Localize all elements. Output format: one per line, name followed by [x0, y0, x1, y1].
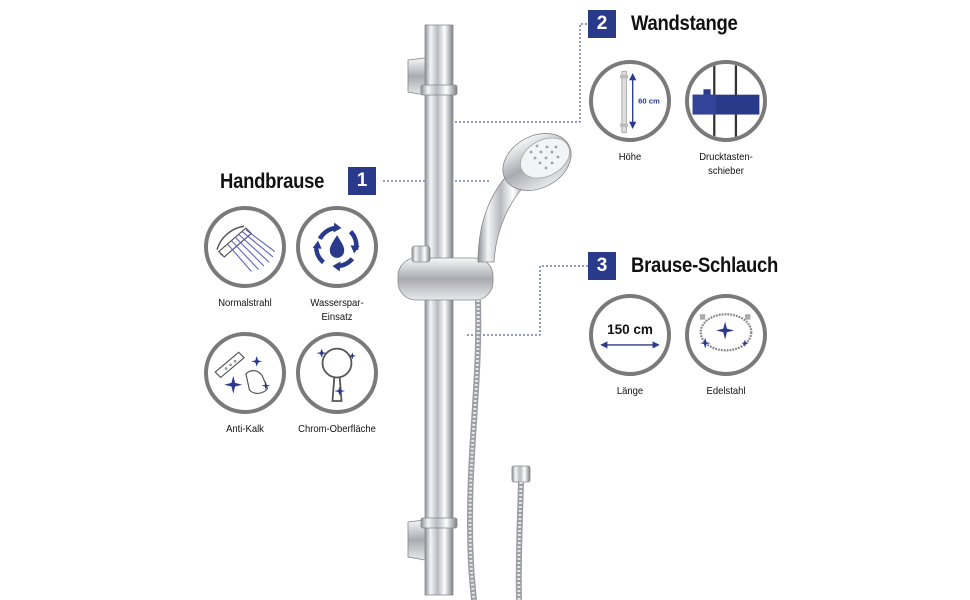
druck-caption-line2: schieber [708, 165, 744, 177]
shower-set-illustration [397, 24, 572, 600]
wasserspar-caption-line2: Einsatz [321, 311, 353, 323]
normalstrahl-caption: Normalstrahl [218, 297, 272, 309]
wasserspar-caption: Wasserspar- Einsatz [300, 296, 374, 324]
druck-caption-line1: Drucktasten- [699, 151, 753, 163]
drucktastenschieber-icon [685, 60, 767, 142]
laenge-caption: Länge [616, 385, 644, 397]
normalstrahl-icon [204, 206, 286, 288]
chrom-icon [296, 332, 378, 414]
laenge-value: 150 cm [607, 322, 653, 337]
wasserspar-icon [296, 206, 378, 288]
edelstahl-icon [685, 294, 767, 376]
wandstange-number-badge: 2 [588, 10, 616, 38]
handbrause-number-badge: 1 [348, 167, 376, 195]
handbrause-title: Handbrause [220, 170, 325, 193]
anti-kalk-icon [204, 332, 286, 414]
schlauch-number-badge: 3 [588, 252, 616, 280]
hoehe-value: 60 cm [638, 97, 660, 106]
schlauch-title: Brause-Schlauch [631, 254, 779, 277]
wasserspar-caption-line1: Wasserspar- [310, 297, 364, 309]
laenge-icon: 150 cm [589, 294, 671, 376]
edelstahl-caption: Edelstahl [706, 385, 746, 397]
drucktastenschieber-caption: Drucktasten- schieber [680, 150, 772, 178]
anti-kalk-caption: Anti-Kalk [226, 423, 264, 435]
hoehe-caption: Höhe [618, 151, 642, 163]
wandstange-title: Wandstange [631, 12, 738, 35]
hoehe-icon: 60 cm [589, 60, 671, 142]
chrom-caption: Chrom-Oberfläche [298, 423, 376, 435]
